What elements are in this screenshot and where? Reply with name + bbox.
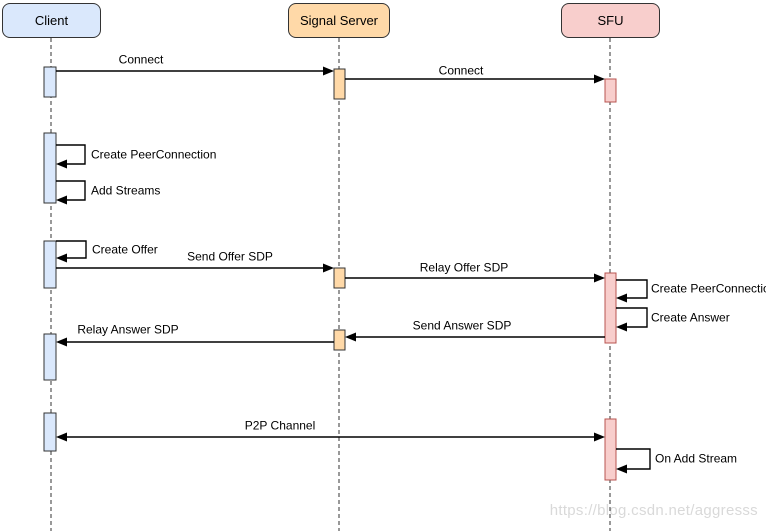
self-message-loop <box>616 279 648 299</box>
activation-bar-pink <box>604 78 617 103</box>
participant-box-signal-server: Signal Server <box>288 3 390 38</box>
message-label: Connect <box>118 52 164 67</box>
self-message-loop <box>56 240 87 259</box>
arrowhead <box>56 337 67 347</box>
arrowhead <box>616 464 627 474</box>
message-label: Create PeerConnection <box>651 281 766 296</box>
arrowhead <box>345 332 356 342</box>
message-label: Send Answer SDP <box>412 318 512 333</box>
message-label: Create Answer <box>651 310 730 324</box>
arrowhead <box>56 159 67 169</box>
activation-bar-blue <box>43 333 57 381</box>
watermark: https://blog.csdn.net/aggresss <box>549 502 758 519</box>
message-label: On Add Stream <box>655 451 738 466</box>
activation-bar-orange <box>333 68 346 100</box>
message-label: Relay Answer SDP <box>77 322 179 337</box>
activation-bar-orange <box>333 329 346 351</box>
arrowhead <box>594 432 605 442</box>
arrowhead <box>56 253 67 263</box>
arrowhead <box>56 432 67 442</box>
participant-label: Signal Server <box>299 13 379 28</box>
message-label: Add Streams <box>91 183 161 197</box>
activation-bar-blue <box>43 132 57 204</box>
arrowhead <box>594 74 605 84</box>
arrowhead <box>323 66 334 76</box>
message-label: Create Offer <box>92 242 158 256</box>
message-label: P2P Channel <box>244 418 316 433</box>
participant-box-sfu: SFU <box>561 3 660 38</box>
arrowhead <box>616 293 627 303</box>
message-label: Relay Offer SDP <box>419 260 509 275</box>
message-label: Connect <box>438 63 484 78</box>
participant-box-client: Client <box>2 3 101 38</box>
arrowhead <box>594 273 605 283</box>
message-label: Send Offer SDP <box>187 249 273 264</box>
activation-bar-blue <box>43 240 57 289</box>
activation-bar-blue <box>43 412 57 452</box>
arrowhead <box>323 263 334 273</box>
participant-label: SFU <box>597 13 624 28</box>
message-label: Create PeerConnection <box>91 147 217 161</box>
arrowhead <box>616 322 627 332</box>
self-message-loop <box>56 180 86 201</box>
self-message-loop <box>616 448 651 470</box>
arrowhead <box>56 195 67 205</box>
self-message-loop <box>616 307 648 328</box>
activation-bar-blue <box>43 66 57 98</box>
participant-label: Client <box>34 13 69 28</box>
self-message-loop <box>56 144 86 165</box>
